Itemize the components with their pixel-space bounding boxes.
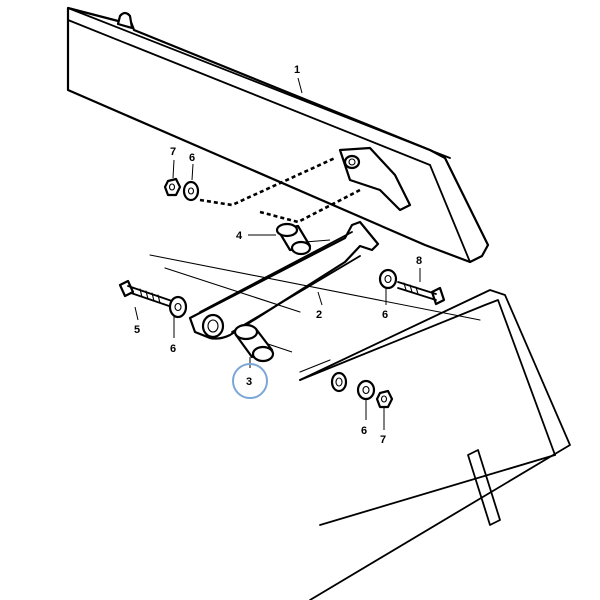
circlip [330, 371, 348, 393]
callout-6-lower: 6 [361, 425, 367, 437]
nut-7-upper [163, 177, 182, 197]
callout-6-right: 6 [382, 309, 388, 321]
callout-8: 8 [416, 255, 422, 267]
callout-5: 5 [134, 324, 140, 336]
leader-lines [134, 77, 421, 430]
washer-6-left [168, 295, 188, 319]
link-rod-part-2 [188, 220, 380, 340]
washer-6-upper [182, 180, 200, 202]
washer-6-right-bolt [378, 268, 398, 290]
callout-2: 2 [316, 309, 322, 321]
bushing-part-4 [275, 222, 331, 256]
callout-3: 3 [246, 376, 252, 388]
callout-1: 1 [294, 64, 300, 76]
callout-3-highlight-circle [232, 363, 268, 399]
callout-7-upper: 7 [170, 146, 176, 158]
bucket-body [149, 254, 571, 600]
callout-7-lower: 7 [380, 434, 386, 446]
bolt-part-8 [397, 281, 446, 306]
bolt-part-5 [118, 279, 173, 308]
washer-6-lower [356, 379, 376, 401]
callout-6-upper: 6 [189, 152, 195, 164]
callout-6-left: 6 [170, 343, 176, 355]
assembly-guide-upper [199, 156, 336, 207]
assembly-guide-lower [259, 188, 361, 224]
callout-4: 4 [236, 230, 243, 242]
bushing-part-3 [233, 323, 293, 363]
boom-arm-part-1 [66, 6, 490, 264]
nut-7-lower [375, 389, 394, 409]
